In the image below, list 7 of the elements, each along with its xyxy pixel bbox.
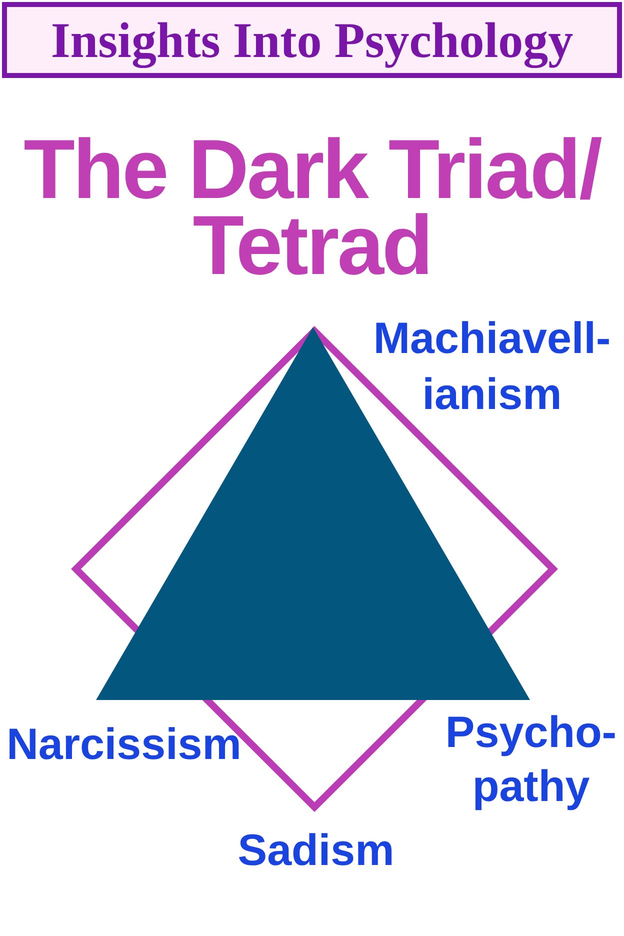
trait-label: Narcissism xyxy=(6,719,242,771)
trait-label: Machiavell- ianism xyxy=(372,313,612,421)
header-banner xyxy=(2,2,622,78)
banner-heading: Insights Into Psychology xyxy=(50,11,574,69)
trait-label: Sadism xyxy=(236,825,396,877)
diagram-title: The Dark Triad/ Tetrad xyxy=(22,131,602,283)
trait-label: Psycho- pathy xyxy=(444,707,618,813)
